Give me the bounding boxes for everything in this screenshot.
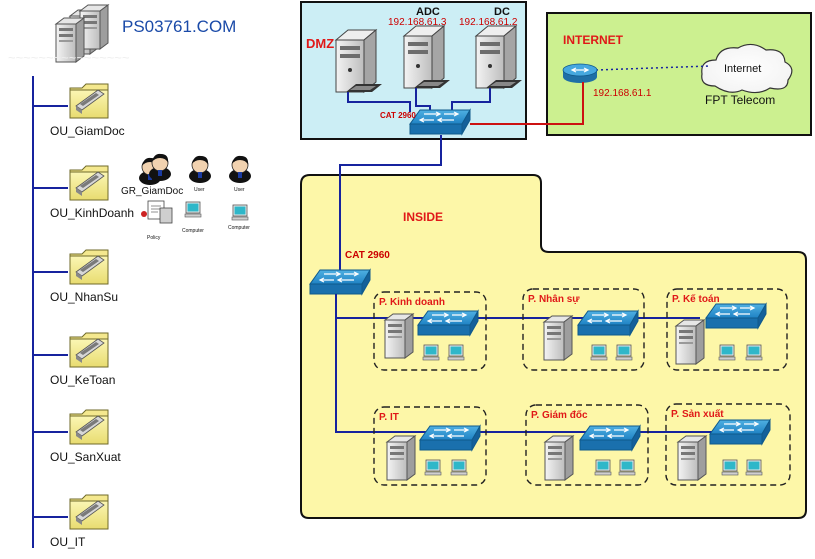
department-switch: [577, 310, 639, 336]
desktop-pc-icon: [424, 459, 442, 476]
desktop-pc-icon: [450, 459, 468, 476]
folder-icon: [69, 494, 109, 530]
dc-ip: 192.168.61.2: [459, 17, 518, 28]
department-switch: [709, 419, 771, 445]
dmz-link-2: [415, 88, 431, 112]
folder-icon: [69, 249, 109, 285]
computer-1-icon: [184, 201, 202, 218]
user-1-icon: [188, 155, 212, 184]
desktop-pc-icon: [447, 344, 465, 361]
router-ip: 192.168.61.1: [593, 88, 652, 99]
desktop-pc-icon: [745, 344, 763, 361]
adc-server: [403, 25, 451, 89]
adc-ip: 192.168.61.3: [388, 17, 447, 28]
group-name: GR_GiamDoc: [121, 186, 183, 197]
user-2-icon: [228, 155, 252, 184]
dmz-inside-link: [339, 135, 442, 270]
dmz-switch-label: CAT 2960: [380, 111, 416, 120]
folder-icon: [69, 165, 109, 201]
inside-title: INSIDE: [403, 210, 443, 224]
dmz-link-3: [451, 88, 491, 112]
desktop-pc-icon: [618, 459, 636, 476]
department-group: P. Nhân sự: [522, 288, 645, 371]
internet-title: INTERNET: [563, 33, 624, 47]
ou-node[interactable]: OU_NhanSu: [33, 249, 118, 304]
inside-core-switch: [309, 269, 371, 295]
ou-node[interactable]: OU_IT: [33, 494, 109, 549]
router-icon: [562, 63, 598, 83]
adc-name: ADC: [416, 6, 440, 18]
department-switch: [419, 425, 481, 451]
policy-label: Policy: [147, 235, 161, 241]
department-switch: [417, 310, 479, 336]
ou-node[interactable]: OU_GiamDoc: [33, 83, 125, 138]
router-cloud-link: [595, 65, 711, 71]
department-label: P. Giám đốc: [531, 409, 588, 421]
computer-2-label: Computer: [228, 225, 250, 231]
group-users-icon: [138, 153, 172, 186]
ou-label: OU_KinhDoanh: [50, 206, 134, 220]
department-group: P. Kế toán: [666, 288, 788, 371]
computer-1-label: Computer: [182, 228, 204, 234]
ou-node[interactable]: OU_KeToan: [33, 332, 115, 387]
department-label: P. Nhân sự: [528, 294, 580, 305]
inside-switch-label: CAT 2960: [345, 250, 390, 261]
desktop-pc-icon: [721, 459, 739, 476]
desktop-pc-icon: [718, 344, 736, 361]
department-group: P. Giám đốc: [525, 404, 649, 486]
ou-node[interactable]: OU_KinhDoanh: [33, 165, 134, 220]
dmz-router-link: [470, 82, 584, 125]
folder-icon: [69, 83, 109, 119]
isp-label: FPT Telecom: [705, 93, 775, 107]
dmz-title: DMZ: [306, 36, 334, 51]
ou-label: OU_IT: [50, 535, 86, 549]
department-group: P. IT: [373, 406, 487, 486]
department-server: [677, 435, 707, 481]
dc-name: DC: [494, 6, 510, 18]
folder-icon: [69, 409, 109, 445]
department-group: P. Sản xuất: [665, 403, 791, 486]
folder-icon: [69, 332, 109, 368]
faded-caption: ~~~~~~~~~~~~~~~~: [8, 50, 130, 65]
ou-label: OU_SanXuat: [50, 450, 121, 464]
department-switch: [705, 303, 767, 329]
department-label: P. Kế toán: [672, 293, 720, 305]
ou-label: OU_GiamDoc: [50, 124, 125, 138]
computer-2-icon: [231, 204, 249, 221]
cloud-label: Internet: [724, 63, 761, 75]
dc-server: [475, 25, 523, 89]
department-server: [544, 435, 574, 481]
internet-cloud: [701, 43, 793, 94]
dmz-switch: [409, 109, 471, 135]
user-1-label: User: [194, 187, 205, 193]
department-label: P. Kinh doanh: [379, 297, 445, 308]
desktop-pc-icon: [422, 344, 440, 361]
desktop-pc-icon: [745, 459, 763, 476]
department-server: [386, 435, 416, 481]
department-server: [543, 315, 573, 361]
site-title: PS03761.COM: [122, 17, 236, 36]
department-label: P. Sản xuất: [671, 408, 724, 420]
dmz-server-1: [335, 29, 383, 93]
user-2-label: User: [234, 187, 245, 193]
policy-icon: [141, 200, 173, 224]
desktop-pc-icon: [590, 344, 608, 361]
department-switch: [579, 425, 641, 451]
desktop-pc-icon: [594, 459, 612, 476]
dmz-link-1: [347, 92, 411, 112]
department-label: P. IT: [379, 412, 399, 423]
department-group: P. Kinh doanh: [373, 291, 487, 371]
ou-label: OU_KeToan: [50, 373, 115, 387]
desktop-pc-icon: [615, 344, 633, 361]
department-server: [675, 319, 705, 365]
ou-label: OU_NhanSu: [50, 290, 118, 304]
ou-node[interactable]: OU_SanXuat: [33, 409, 121, 464]
department-server: [384, 313, 414, 359]
